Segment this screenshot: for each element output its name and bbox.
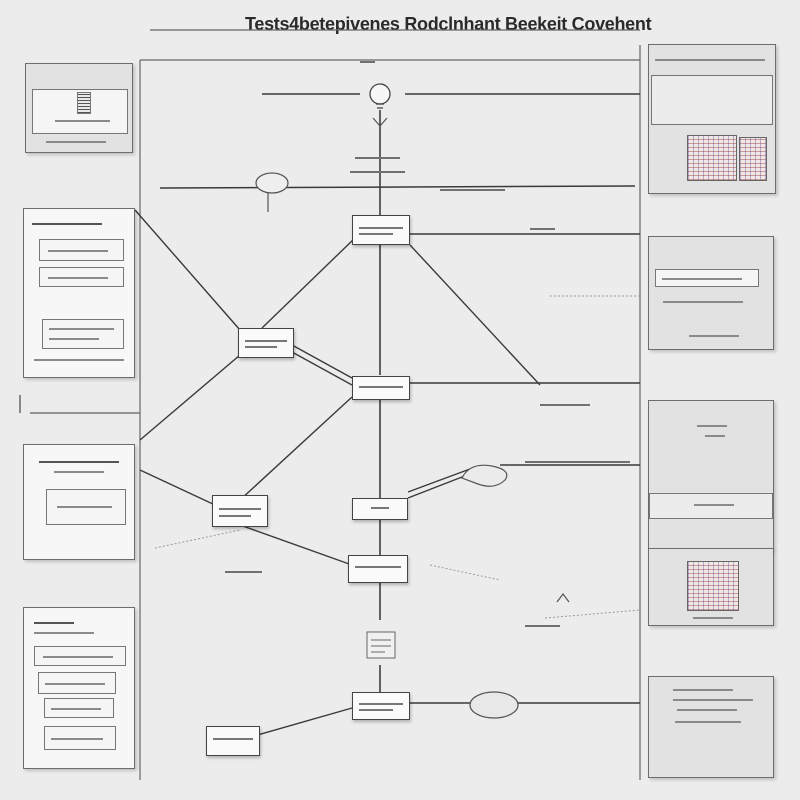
diagram-title: Tests4betepivenes Rodclnhant Beekeit Cov… (245, 14, 652, 34)
right-panel-4 (648, 548, 774, 626)
frame-lines (139, 29, 641, 780)
right-panel-1 (648, 44, 776, 194)
flow-node[interactable] (352, 692, 410, 720)
text-marks (19, 61, 630, 627)
panel-inner-box (39, 239, 124, 261)
flow-node[interactable] (348, 555, 408, 583)
panel-inner-box (655, 269, 759, 287)
panel-inner-box (34, 646, 126, 666)
left-panel-1 (25, 63, 133, 153)
grid-thumbnail (687, 561, 739, 611)
left-panel-2 (23, 208, 135, 378)
arrow-down-icon (372, 117, 388, 127)
panel-inner-box (38, 672, 116, 694)
flow-node[interactable] (352, 376, 410, 400)
flow-node[interactable] (212, 495, 268, 527)
panel-inner-box (651, 75, 773, 125)
speech-bubble-icon (255, 172, 289, 212)
left-panel-3 (23, 444, 135, 560)
right-panel-2 (648, 236, 774, 350)
panel-inner-box (46, 489, 126, 525)
diagonal-connectors (134, 209, 541, 741)
panel-inner-box (44, 698, 114, 718)
panel-inner-box (44, 726, 116, 750)
arrow-up-icon (556, 593, 570, 603)
panel-inner-box (39, 267, 124, 287)
document-icon (366, 631, 396, 659)
left-panel-4 (23, 607, 135, 769)
flow-node[interactable] (352, 498, 408, 520)
striped-thumbnail (77, 92, 91, 114)
flow-node[interactable] (206, 726, 260, 756)
flow-node[interactable] (238, 328, 294, 358)
speech-bubble-icon (469, 691, 519, 719)
panel-inner-box (32, 89, 128, 134)
lightbulb-icon (369, 83, 391, 109)
speech-bubble-icon (461, 464, 508, 487)
panel-inner-box (649, 493, 773, 519)
horizontal-connectors (30, 93, 640, 704)
grid-thumbnail (687, 135, 737, 181)
right-panel-3 (648, 400, 774, 550)
flow-node[interactable] (352, 215, 410, 245)
right-panel-5 (648, 676, 774, 778)
grid-thumbnail (739, 137, 767, 181)
panel-inner-box (42, 319, 124, 349)
